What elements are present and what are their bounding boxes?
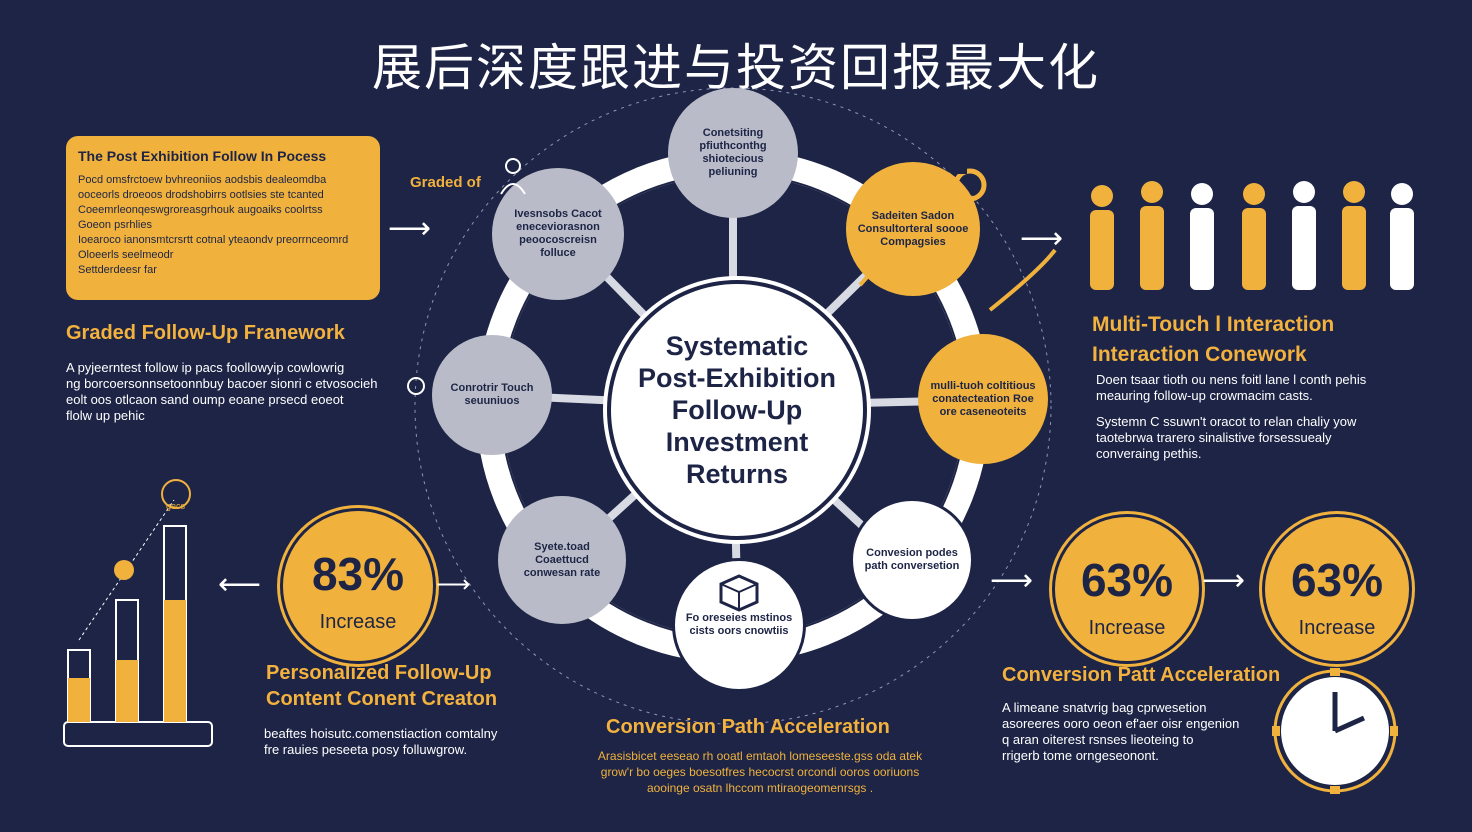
conversion-center-text: Arasisbicet eeseao rh ooatl emtaoh lomes… [570,748,950,796]
center-line: Post-Exhibition [638,363,836,393]
left-arrow-icon: ⟵ [218,568,262,601]
text-line: A limeane snatvrig bag cprwesetion [1002,700,1207,715]
page-title: 展后深度跟进与投资回报最大化 [372,39,1100,97]
center-line: Returns [685,459,788,489]
text-line: aooinge osatn lhccom mtiraogeomenrsgs . [646,781,874,795]
person-icon [500,158,526,195]
conversion-right-title: Conversion Patt Acceleration [1002,664,1281,686]
conversion-right-text: A limeane snatvrig bag cprwesetion asore… [1002,700,1262,764]
process-panel-line: Goeon psrhlies [78,219,152,231]
clock-icon [1272,668,1398,794]
diagram-node-left: Conrotrir Touch seuuniuos [432,335,552,455]
gear-icon [407,377,425,395]
multi-touch-title: Multi-Touch l Interaction Interaction Co… [1092,310,1334,370]
right-arrow-icon: ⟶ [1202,564,1246,597]
text-line: beaftes hoisutc.comenstiaction comtalny [264,726,498,741]
text-line: Doen tsaar tioth ou nens foitl lane l co… [1096,372,1367,387]
stat-label: Increase [319,611,397,633]
personalized-text: beaftes hoisutc.comenstiaction comtalny … [264,726,544,758]
text-line: fre rauies peseeta posy folluwgrow. [264,742,468,757]
stat-right-2: 63% Increase [1262,514,1412,664]
diagram-node-top-left: Ivesnsobs Cacot eneceviorasnon peoocoscr… [492,168,624,300]
conversion-center-title: Conversion Path Acceleration [606,716,890,738]
text-line: converaing pethis. [1096,446,1202,461]
diagram-node-right: mulli-tuoh coltitious conatecteation Roe… [918,334,1048,464]
text-line: flolw up pehic [66,408,145,423]
stat-right-1: 63% Increase [1052,514,1202,664]
diagram-node-top: Conetsiting pfiuthconthg shiotecious pel… [668,88,798,218]
diagram-node-bottom: Fo oreseies mstinos cists oors cnowtiis [672,558,806,692]
growth-tower-icon: gecs [63,479,213,747]
people-group-icon [1090,181,1414,290]
text-line: A pyjeerntest follow ip pacs foollowyip … [66,360,345,375]
text-line: ng borcoersonnsetoonnbuy bacoer sionri c… [66,376,378,391]
stat-left: 83% Increase [280,508,436,664]
text-line: rrigerb tome orngeseonont. [1002,748,1159,763]
center-line: Systematic [665,331,809,361]
process-panel-line: Settderdeesr far [78,264,157,276]
process-panel-line: Coeemrleonqeswgroreasgrhouk augoaiks coo… [78,204,323,216]
right-arrow-icon: ⟶ [1020,222,1064,255]
text-line: Systemn C ssuwn't oracot to relan chaliy… [1096,414,1357,429]
multi-touch-text: Doen tsaar tioth ou nens foitl lane l co… [1096,372,1436,462]
diagram-node-bottom-left: Syete.toad Coaettucd conwesan rate [498,496,626,624]
stat-label: Increase [1298,617,1376,639]
text-line: eolt oos otlcaon sand oump eoane prsecd … [66,392,344,407]
text-line: taotebrwa trarero sinalistive forsessuea… [1096,430,1332,445]
title-line: Personalized Follow-Up [266,662,492,684]
text-line: asoreeres ooro oeon ef'aer oisr engenion [1002,716,1240,731]
stat-value: 83% [311,548,405,600]
box-icon [719,574,759,612]
center-line: Follow-Up [671,395,803,425]
graded-label: Graded of [410,174,481,191]
process-panel-line: Oloeerls seelmeodr [78,249,174,261]
text-spacer [1096,404,1436,414]
diagram-node-bottom-right: Convesion podes path conversetion [850,498,974,622]
graded-framework-text: A pyjeerntest follow ip pacs foollowyip … [66,360,396,424]
title-line: Interaction Conework [1092,343,1307,366]
process-panel-title: The Post Exhibition Follow In Pocess [78,148,327,164]
graded-framework-title: Graded Follow-Up Franework [66,322,345,344]
stat-label: Increase [1088,617,1166,639]
center-node: Systematic Post-Exhibition Follow-Up Inv… [607,280,867,540]
text-line: grow'r bo oeges boesotfres hecocrst orco… [600,765,920,779]
text-line: q aran oiterest rsnses lieoteing to [1002,732,1194,747]
title-line: Multi-Touch l Interaction [1092,313,1335,336]
stat-value: 63% [1080,554,1174,606]
right-arrow-icon: ⟶ [436,571,471,598]
text-line: meauring follow-up crowmacim casts. [1096,388,1313,403]
title-line: Content Conent Creaton [266,688,498,710]
process-panel-line: Pocd omsfrctoew bvhreoniios aodsbis deal… [78,174,327,186]
process-panel-line: Ioearoco ianonsmtcrsrtt cotnal yteaondv … [78,234,349,246]
process-panel: The Post Exhibition Follow In Pocess Poc… [66,136,380,300]
text-line: Arasisbicet eeseao rh ooatl emtaoh lomes… [597,749,923,763]
tower-badge: gecs [166,501,186,511]
center-line: Investment [665,427,809,457]
right-arrow-icon: ⟶ [990,564,1034,597]
right-arrow-icon: ⟶ [388,212,432,245]
process-panel-line: ooceorls droeoos drodshobirrs ootlsies s… [78,189,324,201]
magnet-icon [953,164,987,202]
stat-value: 63% [1290,554,1384,606]
personalized-title: Personalized Follow-Up Content Conent Cr… [266,660,497,712]
